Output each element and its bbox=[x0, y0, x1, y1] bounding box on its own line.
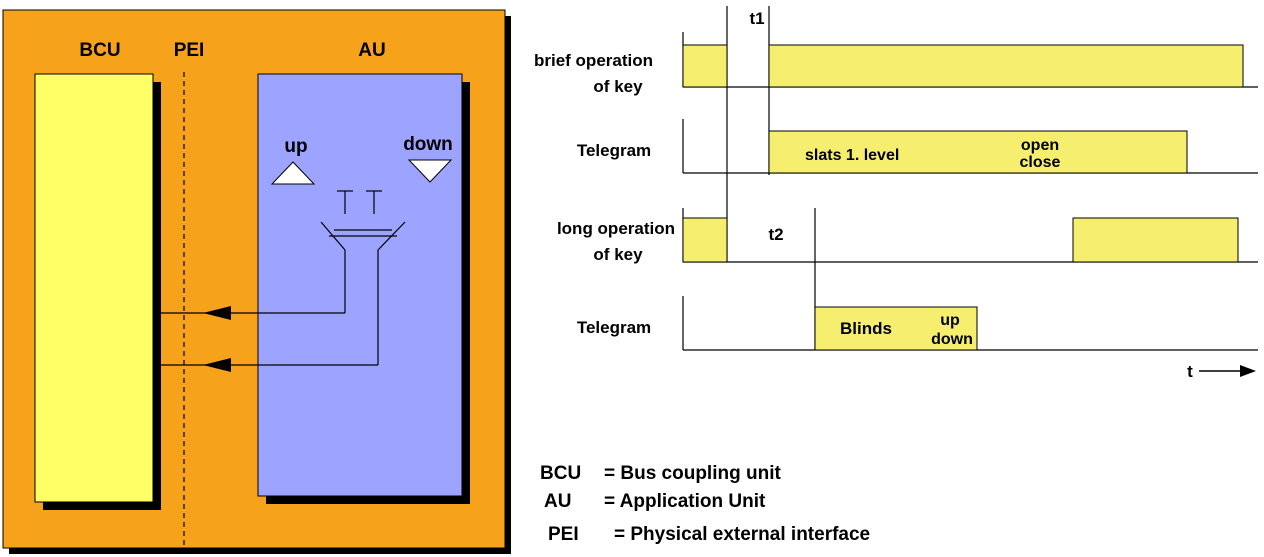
long-operation-label-line2: of key bbox=[593, 245, 643, 264]
time-axis-arrow-icon bbox=[1240, 365, 1256, 377]
timing-diagram: t1 t2 brief operation of key Telegram sl… bbox=[534, 6, 1258, 381]
long-operation-pulse-2 bbox=[1072, 217, 1239, 263]
legend-abbr-bcu: BCU bbox=[540, 463, 581, 484]
telegram-2-down: down bbox=[931, 331, 973, 348]
rocker-switch-icon bbox=[320, 190, 406, 365]
module-block: BCU PEI AU up down bbox=[2, 9, 511, 554]
brief-operation-label-line2: of key bbox=[593, 77, 643, 96]
pei-label: PEI bbox=[174, 40, 205, 61]
telegram-1-pulse bbox=[768, 130, 1188, 174]
legend-desc-bcu: = Bus coupling unit bbox=[604, 463, 781, 484]
up-arrow-icon bbox=[270, 161, 316, 185]
up-signal-arrow-icon bbox=[203, 306, 231, 320]
down-label: down bbox=[403, 134, 453, 155]
down-signal-arrow-icon bbox=[203, 358, 231, 372]
telegram-1-label: Telegram bbox=[577, 141, 651, 160]
telegram-2-up: up bbox=[940, 312, 960, 329]
legend-desc-au: = Application Unit bbox=[604, 491, 766, 512]
telegram-1-open: open bbox=[1021, 137, 1059, 154]
telegram-1-close: close bbox=[1020, 154, 1061, 171]
bcu-box bbox=[34, 73, 154, 503]
up-label: up bbox=[284, 136, 307, 157]
legend: BCU = Bus coupling unit AU = Application… bbox=[540, 463, 870, 545]
au-box bbox=[257, 73, 463, 497]
telegram-2-label: Telegram bbox=[577, 318, 651, 337]
legend-desc-pei: = Physical external interface bbox=[614, 524, 870, 545]
brief-operation-pulse-2 bbox=[768, 44, 1244, 88]
au-label: AU bbox=[358, 40, 385, 61]
telegram-1-text: slats 1. level bbox=[805, 147, 899, 164]
legend-abbr-au: AU bbox=[544, 491, 571, 512]
t2-label: t2 bbox=[768, 225, 783, 244]
legend-abbr-pei: PEI bbox=[548, 524, 579, 545]
down-arrow-icon bbox=[407, 159, 453, 183]
long-operation-label-line1: long operation bbox=[557, 219, 675, 238]
telegram-2-text: Blinds bbox=[840, 319, 892, 338]
brief-operation-pulse-1 bbox=[682, 44, 728, 88]
brief-operation-label-line1: brief operation bbox=[534, 51, 653, 70]
t1-label: t1 bbox=[749, 9, 764, 28]
telegram-2-pulse bbox=[814, 306, 978, 351]
long-operation-pulse-1 bbox=[682, 217, 728, 263]
time-axis-label: t bbox=[1187, 362, 1193, 381]
bcu-label: BCU bbox=[79, 40, 120, 61]
